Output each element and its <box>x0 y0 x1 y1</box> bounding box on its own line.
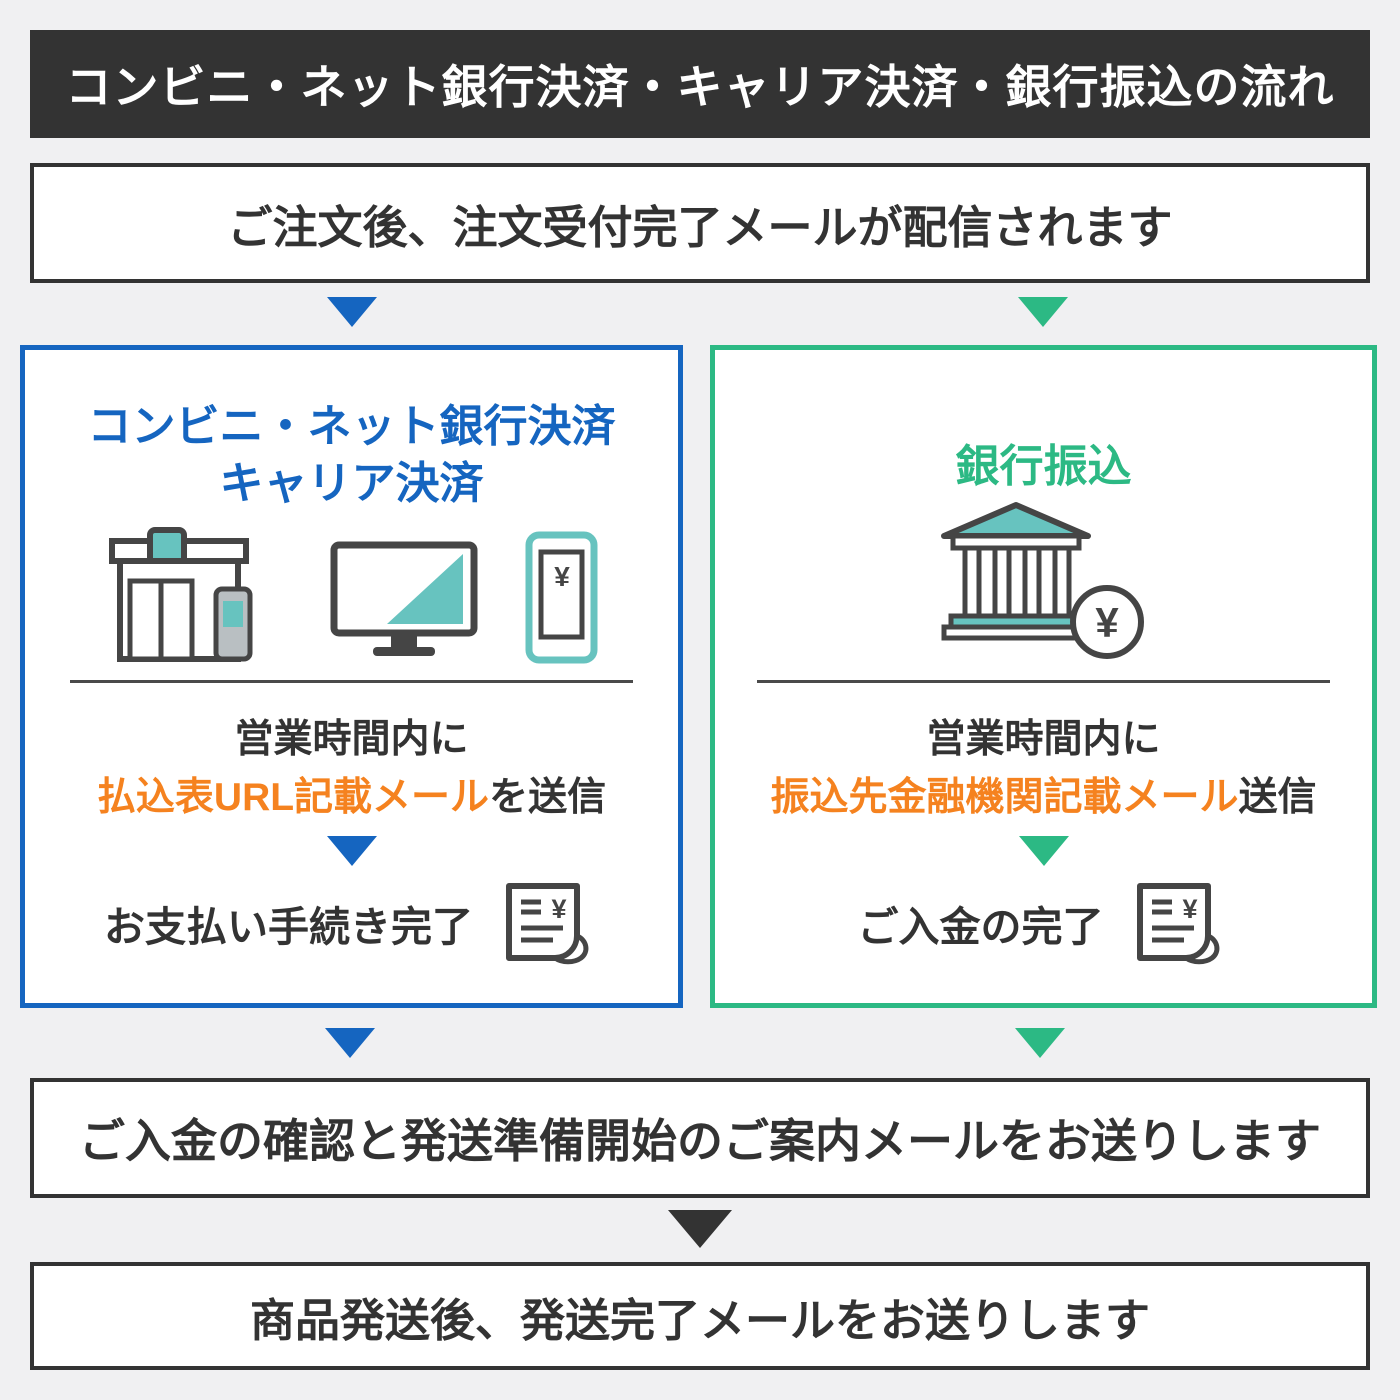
arrow-down-dark-icon <box>668 1210 732 1248</box>
panel-left-title-line2: キャリア決済 <box>219 459 484 509</box>
panel-left-title: コンビニ・ネット銀行決済 キャリア決済 <box>25 398 678 512</box>
left-divider <box>70 680 633 683</box>
smartphone-icon: ¥ <box>525 531 598 664</box>
left-complete-row: お支払い手続き完了 ¥ <box>25 878 678 968</box>
panel-right-title: 銀行振込 <box>715 438 1372 495</box>
receipt-icon: ¥ <box>1136 883 1219 965</box>
left-hours-text: 営業時間内に <box>234 718 469 761</box>
step-order-text: ご注文後、注文受付完了メールが配信されます <box>227 201 1173 253</box>
bank-transfer-icons: ¥ <box>715 500 1372 665</box>
left-mail-text: 払込表URL記載メールを送信 <box>25 766 678 822</box>
right-complete-row: ご入金の完了 ¥ <box>715 878 1372 968</box>
left-mail-suffix: を送信 <box>489 776 607 819</box>
arrow-down-green-inner-icon <box>1018 836 1069 866</box>
payment-method-icons: ¥ <box>25 510 678 665</box>
step-payment-confirmed-text: ご入金の確認と発送準備開始のご案内メールをお送りします <box>79 1115 1321 1167</box>
step-shipped-text: 商品発送後、発送完了メールをお送りします <box>249 1294 1150 1346</box>
right-mail-text: 振込先金融機関記載メール送信 <box>715 766 1372 822</box>
right-mail-suffix: 送信 <box>1238 776 1317 819</box>
right-hours-text: 営業時間内に <box>926 718 1161 761</box>
computer-monitor-icon <box>330 541 478 656</box>
bank-yen-symbol: ¥ <box>1095 599 1119 646</box>
step-payment-confirmed-box: ご入金の確認と発送準備開始のご案内メールをお送りします <box>30 1078 1370 1198</box>
panel-convenience-carrier-payment: コンビニ・ネット銀行決済 キャリア決済 <box>20 345 683 1008</box>
step-order-box: ご注文後、注文受付完了メールが配信されます <box>30 163 1370 283</box>
arrow-down-blue-top-icon <box>327 297 377 327</box>
arrow-down-blue-bottom-icon <box>325 1028 375 1058</box>
page-title: コンビニ・ネット銀行決済・キャリア決済・銀行振込の流れ <box>30 30 1370 138</box>
left-mail-highlight: 払込表URL記載メール <box>96 776 490 819</box>
left-complete-text: お支払い手続き完了 <box>104 904 473 950</box>
right-divider <box>757 680 1330 683</box>
receipt-yen-symbol: ¥ <box>551 894 566 924</box>
receipt-yen-symbol: ¥ <box>1182 894 1197 924</box>
right-complete-text: ご入金の完了 <box>857 904 1104 950</box>
receipt-icon: ¥ <box>506 883 589 965</box>
arrow-down-green-bottom-icon <box>1015 1028 1065 1058</box>
convenience-store-icon <box>109 527 253 662</box>
arrow-down-blue-inner-icon <box>326 836 377 866</box>
panel-bank-transfer: 銀行振込 ¥ 営業時間内に 振込先金融機関記載メール送信 <box>710 345 1377 1008</box>
panel-right-title-text: 銀行振込 <box>955 442 1132 491</box>
panel-left-title-line1: コンビニ・ネット銀行決済 <box>87 402 616 451</box>
phone-yen-symbol: ¥ <box>554 561 570 592</box>
arrow-down-green-top-icon <box>1018 297 1068 327</box>
right-mail-highlight: 振込先金融機関記載メール <box>770 776 1239 819</box>
step-shipped-box: 商品発送後、発送完了メールをお送りします <box>30 1262 1370 1370</box>
bank-icon: ¥ <box>941 502 1144 659</box>
